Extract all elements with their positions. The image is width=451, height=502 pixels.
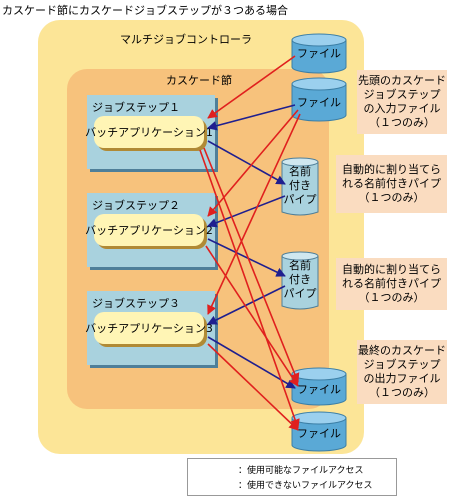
file-3-label: ファイル [297, 383, 341, 396]
named-pipe-2-label: 名前 付き パイプ [283, 259, 317, 300]
arrow-allowed-file2-to-app1 [207, 104, 296, 131]
batch-app-2: バッチアプリケーション2 [85, 214, 213, 246]
batch-app-3: バッチアプリケーション3 [85, 312, 213, 344]
note-first-input-file-text: 先頭のカスケード ジョブステップ の入力ファイル （１つのみ） [358, 74, 446, 129]
arrow-allowed-app2-to-pipe2 [207, 238, 286, 277]
legend-denied-label: ：使用できないファイルアクセス [238, 481, 373, 491]
file-1-label: ファイル [297, 47, 341, 60]
job-step-1-label: ジョブステップ１ [92, 101, 180, 114]
arrow-denied-app1-to-file3 [203, 147, 300, 383]
arrow-denied-app2-to-file3 [205, 245, 299, 387]
cascade-node-label: カスケード節 [166, 74, 232, 87]
batch-app-1-label: バッチアプリケーション1 [85, 126, 213, 139]
file-cylinder-4 [291, 411, 347, 452]
arrow-allowed-pipe2-to-app3 [207, 285, 286, 325]
arrow-allowed-app1-to-pipe1 [207, 140, 286, 185]
arrow-denied-file2-to-app2 [207, 109, 299, 217]
note-last-output-file-text: 最終のカスケード ジョブステップ の出力ファイル （１つのみ） [358, 344, 446, 399]
named-pipe-2 [281, 251, 319, 310]
named-pipe-1 [281, 157, 319, 216]
batch-app-3-label: バッチアプリケーション3 [85, 322, 213, 335]
note-named-pipe-1-text: 自動的に割り当てら れる名前付きパイプ （１つのみ） [342, 163, 441, 204]
note-named-pipe-1: 自動的に割り当てら れる名前付きパイプ （１つのみ） [336, 155, 447, 213]
file-cylinder-1 [291, 33, 347, 74]
page-title: カスケード節にカスケードジョブステップが３つある場合 [2, 4, 288, 17]
legend [187, 458, 397, 496]
file-2-label: ファイル [297, 96, 341, 109]
note-last-output-file: 最終のカスケード ジョブステップ の出力ファイル （１つのみ） [357, 340, 447, 404]
arrow-denied-app3-to-file4 [207, 343, 299, 431]
file-4-label: ファイル [297, 427, 341, 440]
note-named-pipe-2-text: 自動的に割り当てら れる名前付きパイプ （１つのみ） [342, 263, 441, 304]
note-first-input-file: 先頭のカスケード ジョブステップ の入力ファイル （１つのみ） [357, 70, 447, 134]
job-step-2-label: ジョブステップ２ [92, 199, 180, 212]
arrow-denied-file2-to-app3 [207, 113, 301, 315]
arrow-denied-app1-to-file4 [199, 149, 300, 429]
arrow-allowed-pipe1-to-app2 [207, 195, 286, 228]
note-named-pipe-2: 自動的に割り当てら れる名前付きパイプ （１つのみ） [336, 258, 447, 310]
multi-job-controller-label: マルチジョブコントローラ [120, 33, 252, 46]
file-cylinder-3 [291, 367, 347, 406]
job-step-3-label: ジョブステップ３ [92, 297, 180, 310]
batch-app-1: バッチアプリケーション1 [85, 116, 213, 148]
batch-app-2-label: バッチアプリケーション2 [85, 224, 213, 237]
file-cylinder-2 [291, 77, 347, 122]
legend-allowed-label: ：使用可能なファイルアクセス [238, 466, 364, 476]
arrow-denied-file1-to-app1 [207, 55, 296, 119]
named-pipe-1-label: 名前 付き パイプ [283, 165, 317, 206]
